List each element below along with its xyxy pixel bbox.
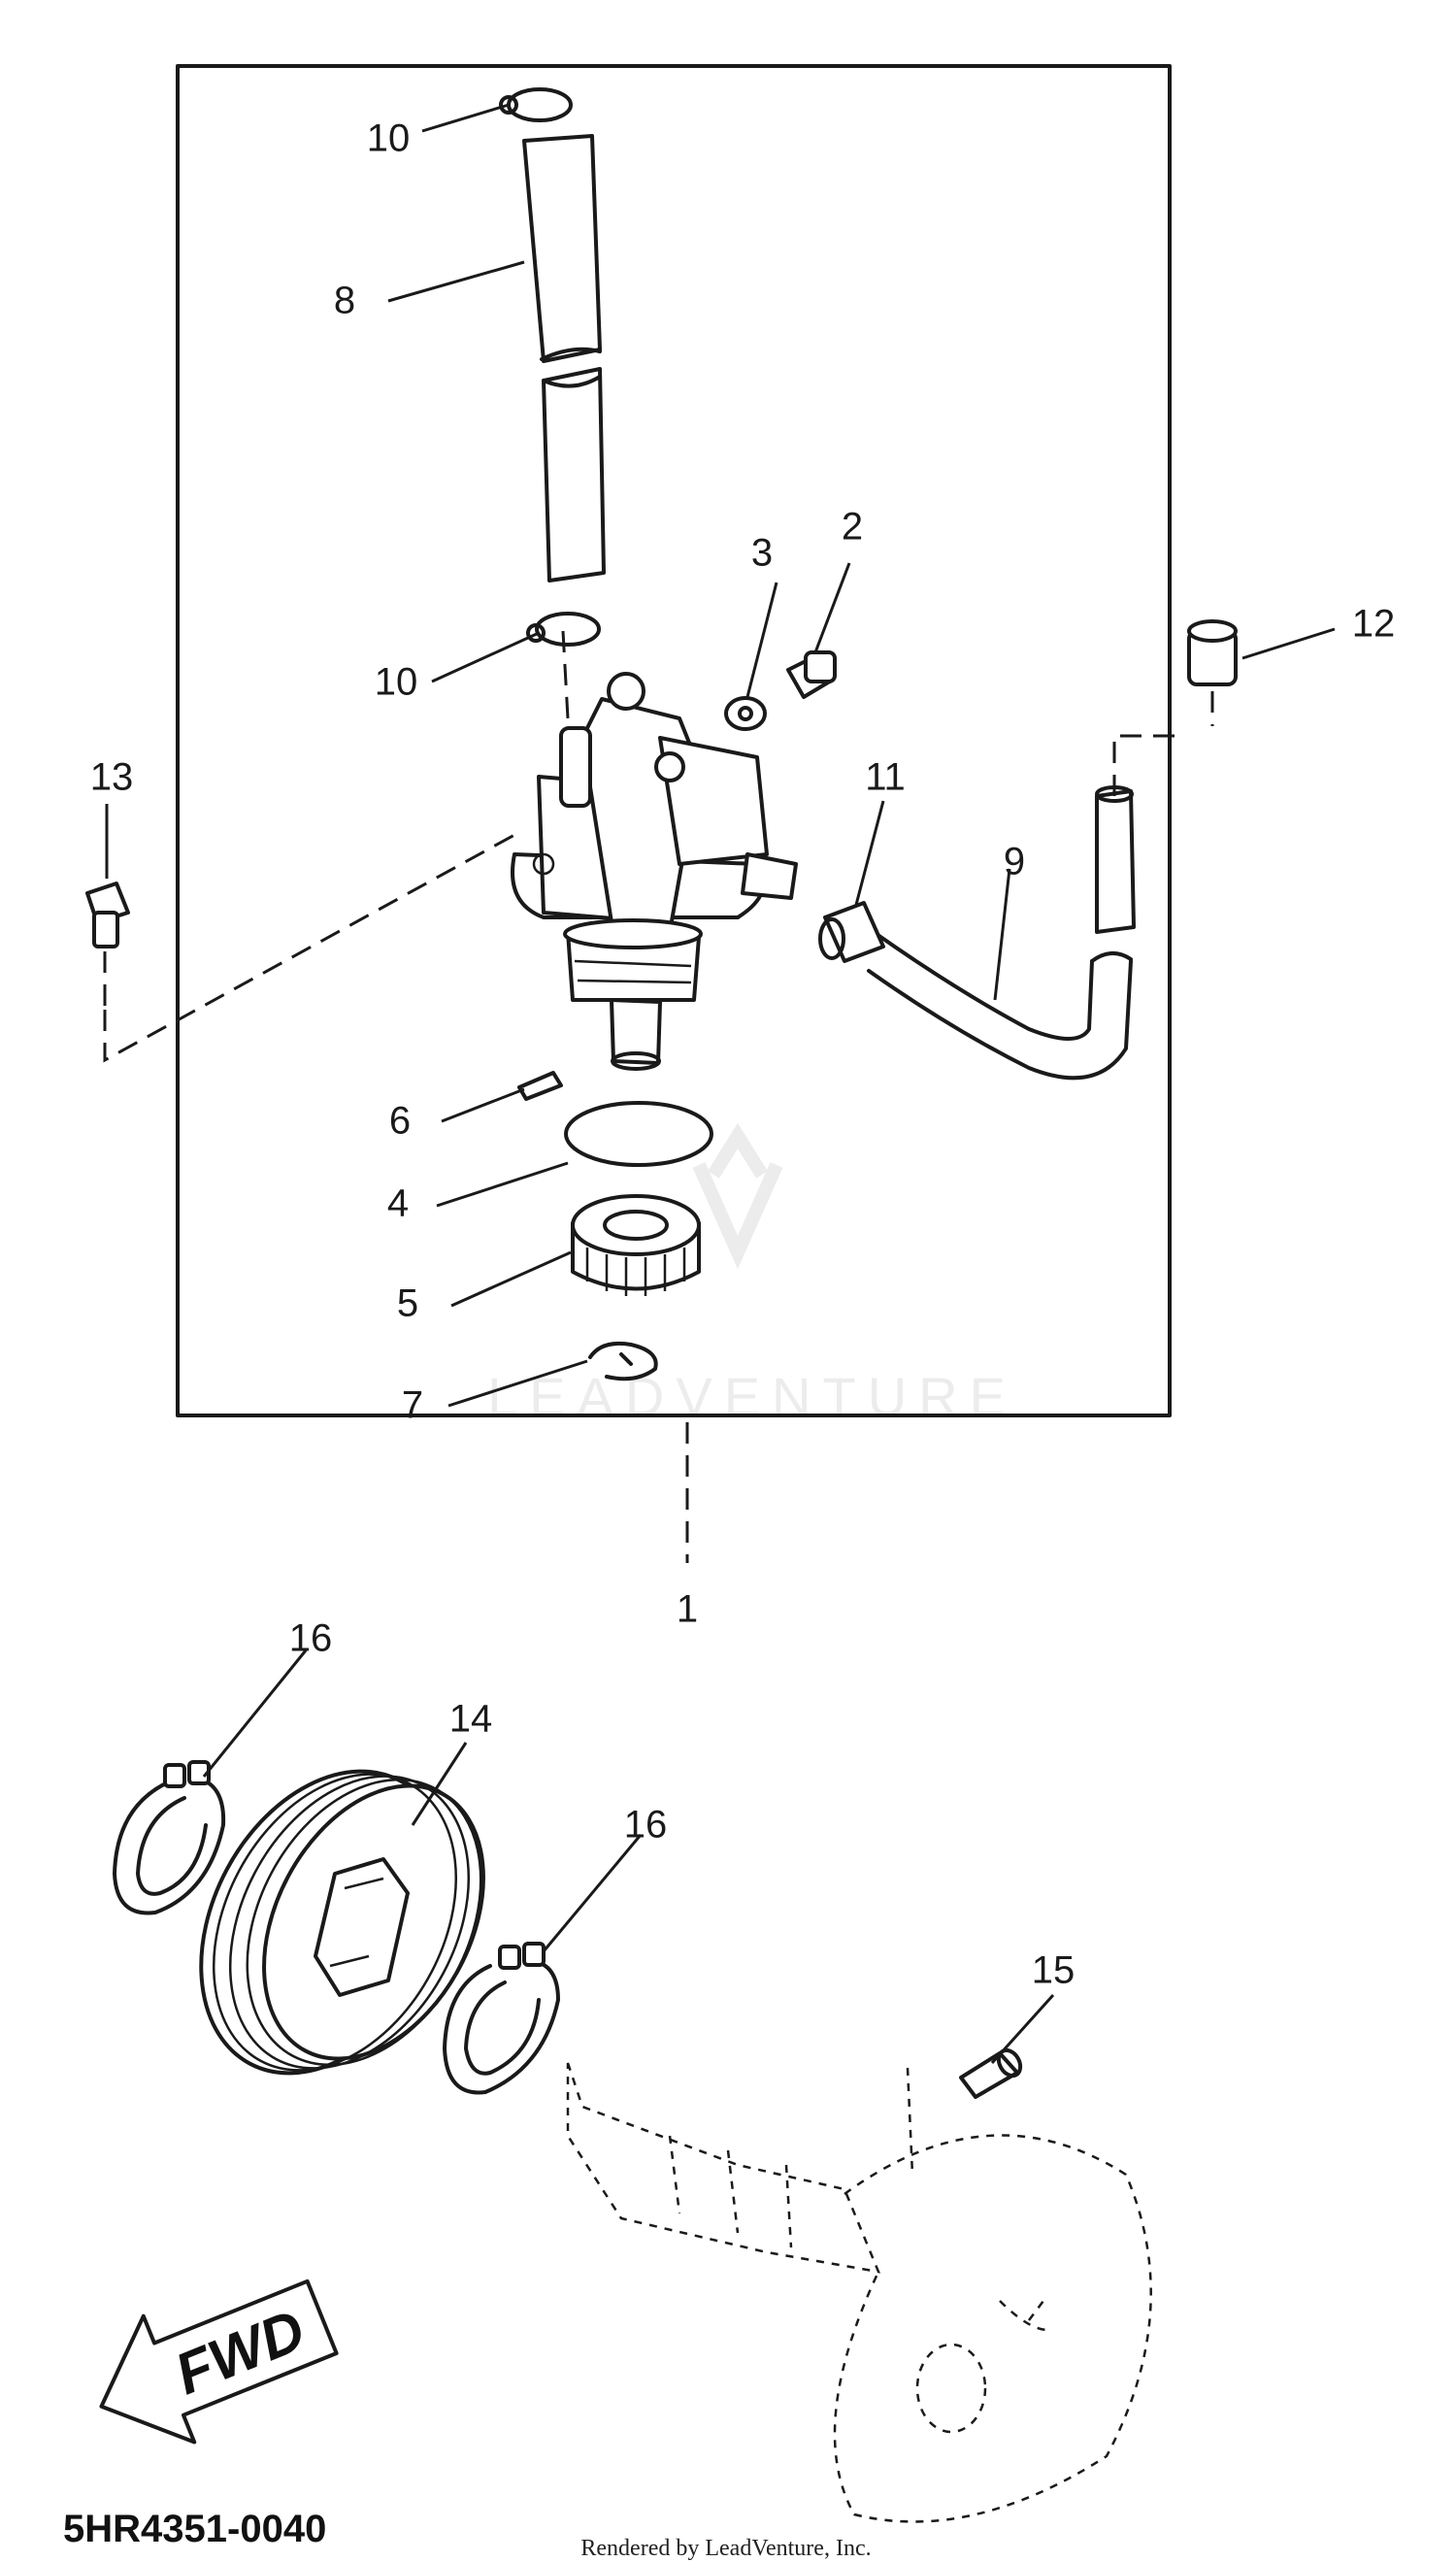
- callout-10-upper: 10: [367, 117, 411, 160]
- assembly-guide-lines: [103, 630, 1214, 1563]
- diagram-code: 5HR4351-0040: [63, 2508, 326, 2550]
- circlip-7: [588, 1341, 658, 1381]
- callout-11: 11: [865, 756, 906, 799]
- washer-3: [724, 696, 767, 731]
- assembly-frame: [176, 64, 1172, 1417]
- callout-13: 13: [90, 756, 134, 799]
- callout-10-lower: 10: [375, 661, 418, 704]
- drive-gear-14: [199, 1769, 485, 2076]
- render-credit: Rendered by LeadVenture, Inc.: [580, 2536, 871, 2561]
- clip-10-upper: [499, 87, 573, 122]
- callout-16-right: 16: [624, 1804, 668, 1847]
- callout-1: 1: [677, 1588, 698, 1631]
- callout-15: 15: [1032, 1949, 1075, 1992]
- watermark: LEADVENTURE: [487, 1122, 1017, 1427]
- bolt-13: [85, 882, 130, 948]
- forward-direction-arrow: FWD: [99, 2279, 339, 2445]
- o-ring-4: [564, 1101, 713, 1167]
- callout-2: 2: [842, 506, 863, 549]
- callout-9: 9: [1004, 841, 1025, 883]
- circlip-16-left: [113, 1760, 226, 1915]
- callout-16-left: 16: [289, 1617, 333, 1660]
- callout-8: 8: [334, 280, 355, 322]
- callout-6: 6: [389, 1100, 411, 1143]
- callout-labels: 1 2 3 4 5 6 7 8 9 10 10 11 12 13 14 15 1…: [90, 117, 1396, 1992]
- bolt-2: [786, 650, 837, 699]
- callout-leaders: [105, 103, 1336, 2065]
- hose-8: [522, 134, 606, 582]
- watermark-logo-icon: [692, 1122, 783, 1270]
- callout-3: 3: [751, 532, 773, 575]
- callout-14: 14: [449, 1698, 493, 1741]
- strainer-5: [571, 1194, 701, 1296]
- crankshaft-reference: [566, 2062, 1152, 2523]
- pin-15: [959, 2047, 1023, 2099]
- cap-12: [1187, 619, 1238, 686]
- pin-6: [517, 1071, 563, 1101]
- sleeve-11: [818, 901, 885, 963]
- callout-7: 7: [402, 1384, 423, 1427]
- callout-5: 5: [397, 1282, 418, 1325]
- oil-pump-body: [511, 672, 798, 1071]
- callout-12: 12: [1352, 603, 1396, 646]
- hose-9: [867, 785, 1136, 1081]
- watermark-text: LEADVENTURE: [487, 1366, 1017, 1427]
- circlip-16-right: [443, 1942, 560, 2095]
- clip-10-lower: [526, 612, 601, 647]
- callout-4: 4: [387, 1182, 409, 1225]
